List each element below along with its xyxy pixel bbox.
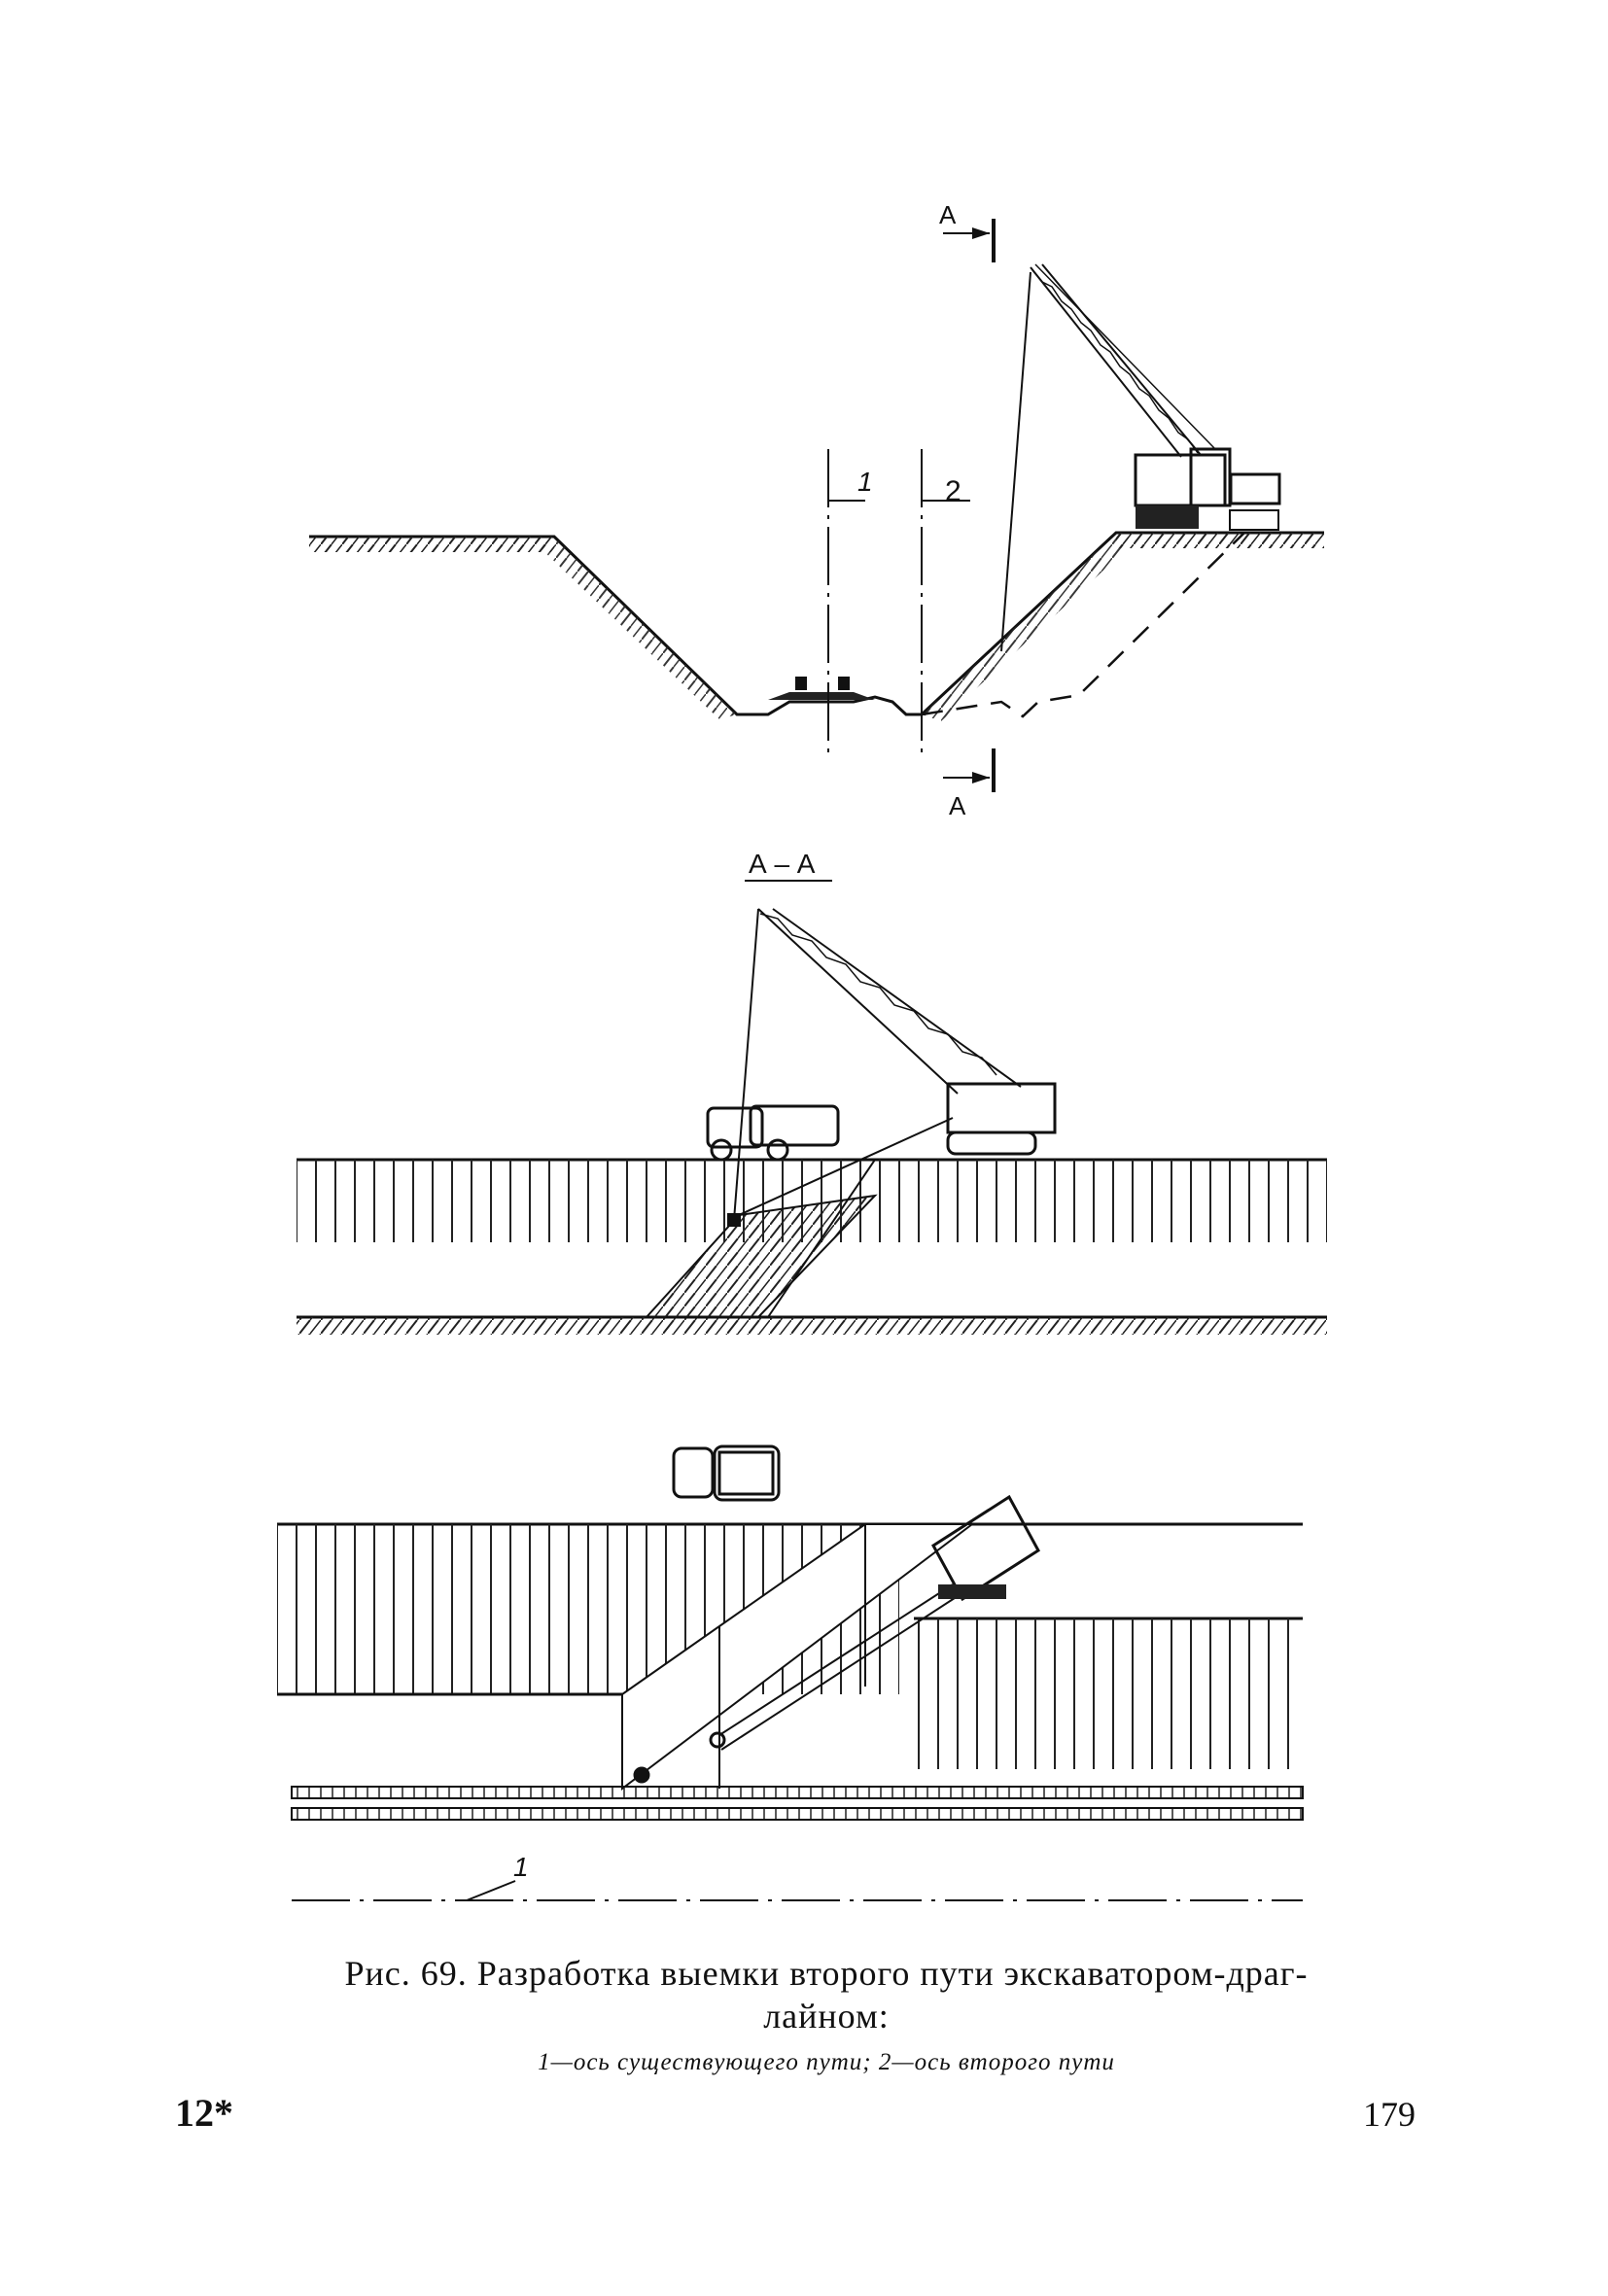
excavated-wedge — [644, 1194, 878, 1318]
marker-a-top: А — [939, 200, 957, 229]
plan-axis-1-label: 1 — [513, 1852, 529, 1882]
marker-a-bottom: А — [949, 791, 966, 820]
caption-line-2: лайном: — [763, 1997, 890, 2035]
plan-view — [277, 1444, 1304, 1901]
signature-mark: 12* — [175, 2091, 233, 2135]
plan-excavation-strip — [621, 1523, 975, 1792]
cross-section-view — [309, 219, 1324, 792]
dragline-excavator-section — [727, 908, 1057, 1227]
dump-truck-side — [706, 1104, 840, 1162]
dragline-excavator-side-view — [1000, 263, 1281, 652]
page-number: 179 — [1363, 2095, 1416, 2134]
axis-1-label: 1 — [857, 467, 873, 497]
caption-legend: 1—ось существующего пути; 2—ось второго … — [538, 2049, 1115, 2075]
section-title: А – А — [749, 849, 816, 879]
cutting-profile — [309, 531, 1324, 716]
dump-truck-plan — [672, 1444, 781, 1502]
second-track-dashed-profile — [921, 532, 1245, 718]
existing-track — [768, 692, 875, 700]
dragline-plan — [931, 1494, 1040, 1602]
section-a-a-view — [297, 908, 1327, 1335]
axis-2-label: 2 — [945, 475, 961, 507]
caption-line-1: Рис. 69. Разработка выемки второго пути … — [344, 1954, 1309, 1993]
figure-caption: Рис. 69. Разработка выемки второго пути … — [243, 1952, 1410, 2037]
